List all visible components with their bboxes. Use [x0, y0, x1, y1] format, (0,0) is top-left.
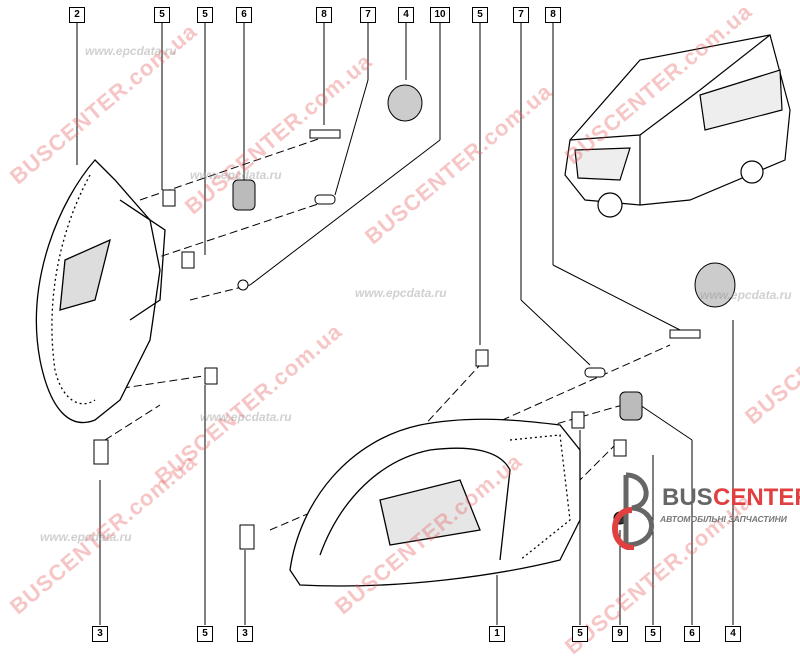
clip-10	[237, 279, 249, 291]
logo-name-center: CENTER	[713, 484, 800, 511]
watermark-site: www.epcdata.ru	[85, 44, 177, 58]
clip-5b	[181, 251, 195, 269]
clip-5c	[204, 367, 218, 385]
clip-5d	[475, 349, 489, 367]
clip-5e	[571, 411, 585, 429]
callout-top-6: 6	[236, 7, 252, 23]
watermark-site: www.epcdata.ru	[700, 288, 792, 302]
right-headlamp	[289, 418, 581, 587]
callout-bottom-6: 6	[684, 626, 700, 642]
bulb-8-top	[309, 129, 341, 139]
callout-top-10: 10	[430, 7, 450, 23]
bulb-6-right	[619, 391, 643, 421]
callout-top-7: 7	[360, 7, 376, 23]
watermark-site: www.epcdata.ru	[355, 286, 447, 300]
callout-top-5: 5	[154, 7, 170, 23]
logo-name-bus: BUS	[662, 484, 713, 511]
callout-bottom-3: 3	[237, 626, 253, 642]
logo-emblem-icon	[612, 472, 654, 550]
van-illustration	[564, 34, 791, 218]
callout-top-8: 8	[545, 7, 561, 23]
logo-tagline: АВТОМОБІЛЬНІ ЗАПЧАСТИНИ	[660, 514, 787, 524]
callout-bottom-5: 5	[645, 626, 661, 642]
clip-5f	[613, 439, 627, 457]
buscenter-logo: BUS CENTER АВТОМОБІЛЬНІ ЗАПЧАСТИНИ	[604, 470, 800, 550]
callout-top-7: 7	[513, 7, 529, 23]
callout-top-8: 8	[316, 7, 332, 23]
callout-top-2: 2	[69, 7, 85, 23]
callout-bottom-5: 5	[197, 626, 213, 642]
callout-top-5: 5	[197, 7, 213, 23]
watermark-site: www.epcdata.ru	[190, 168, 282, 182]
callout-bottom-5: 5	[572, 626, 588, 642]
bulb-7-right	[584, 367, 606, 378]
bulb-6-top	[232, 179, 256, 211]
watermark-site: www.epcdata.ru	[40, 530, 132, 544]
bulb-8-right	[669, 329, 701, 339]
clip-5a	[162, 189, 176, 207]
cap-4-top	[387, 84, 423, 122]
callout-bottom-4: 4	[725, 626, 741, 642]
screw-3-right	[239, 524, 255, 550]
callout-top-5: 5	[472, 7, 488, 23]
callout-bottom-1: 1	[489, 626, 505, 642]
screw-3-left	[93, 439, 109, 465]
bulb-7-top	[314, 194, 336, 205]
callout-bottom-9: 9	[612, 626, 628, 642]
callout-top-4: 4	[398, 7, 414, 23]
cap-4-right	[694, 262, 736, 308]
left-headlamp	[35, 159, 166, 424]
watermark-site: www.epcdata.ru	[200, 410, 292, 424]
callout-bottom-3: 3	[92, 626, 108, 642]
